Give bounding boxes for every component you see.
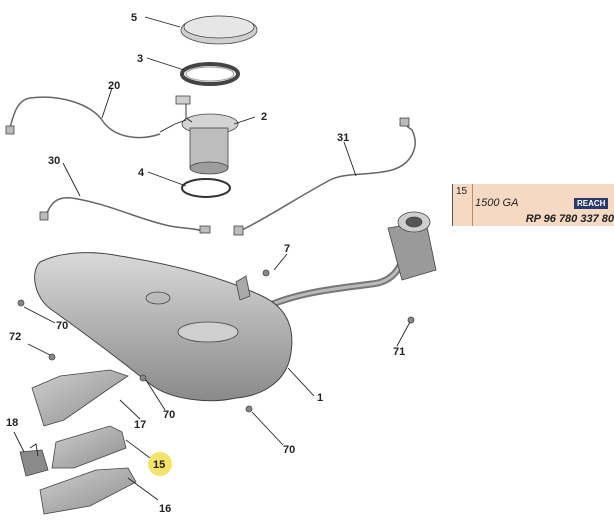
part-reference-panel: 15 1500 GA REACH RP 96 780 337 80: [452, 184, 614, 226]
callout-labels: 5 3 20 2 31 30 4 7 72 70 70 70 1 71 17 1…: [6, 12, 405, 515]
callout-16[interactable]: 16: [159, 503, 171, 515]
reach-badge: REACH: [574, 198, 609, 209]
callout-2[interactable]: 2: [261, 111, 267, 123]
highlight-marker: [148, 452, 172, 476]
bracket-18: [19, 443, 49, 477]
leader-lines: [13, 16, 411, 501]
fasteners: [17, 269, 415, 413]
callout-71[interactable]: 71: [393, 346, 405, 358]
callout-70-left[interactable]: 70: [56, 320, 68, 332]
callout-70-right[interactable]: 70: [283, 444, 295, 456]
clip-7: [235, 275, 251, 301]
fuel-pump-module: [159, 95, 239, 175]
callout-70-middle[interactable]: 70: [163, 409, 175, 421]
callout-4[interactable]: 4: [138, 167, 145, 179]
callout-7[interactable]: 7: [284, 243, 290, 255]
callout-72[interactable]: 72: [9, 331, 21, 343]
part-number-row: [453, 206, 614, 226]
callout-31[interactable]: 31: [337, 132, 349, 144]
heat-shield-16: [39, 467, 137, 515]
lock-ring: [180, 62, 240, 86]
wiring-harness-20: [5, 96, 161, 139]
cover-disc: [180, 15, 258, 45]
column-divider: [472, 184, 473, 226]
heat-shield-15: [51, 425, 127, 469]
callout-18[interactable]: 18: [6, 417, 18, 429]
heat-shield-17: [31, 369, 129, 427]
callout-17[interactable]: 17: [134, 419, 146, 431]
callout-30[interactable]: 30: [48, 155, 60, 167]
wiring-harness-31: [233, 117, 416, 236]
reference-description: 1500 GA: [475, 197, 519, 209]
callout-15[interactable]: 15: [153, 459, 165, 471]
callout-3[interactable]: 3: [137, 53, 143, 65]
filler-pipe: [264, 211, 437, 310]
callout-5[interactable]: 5: [131, 12, 137, 24]
fuel-tank: [34, 252, 293, 402]
callout-20[interactable]: 20: [108, 80, 120, 92]
callout-1[interactable]: 1: [317, 392, 323, 404]
reference-index: 15: [456, 186, 468, 197]
seal-ring: [181, 178, 231, 198]
part-number[interactable]: RP 96 780 337 80: [525, 213, 614, 225]
wiring-harness-30: [39, 196, 211, 234]
